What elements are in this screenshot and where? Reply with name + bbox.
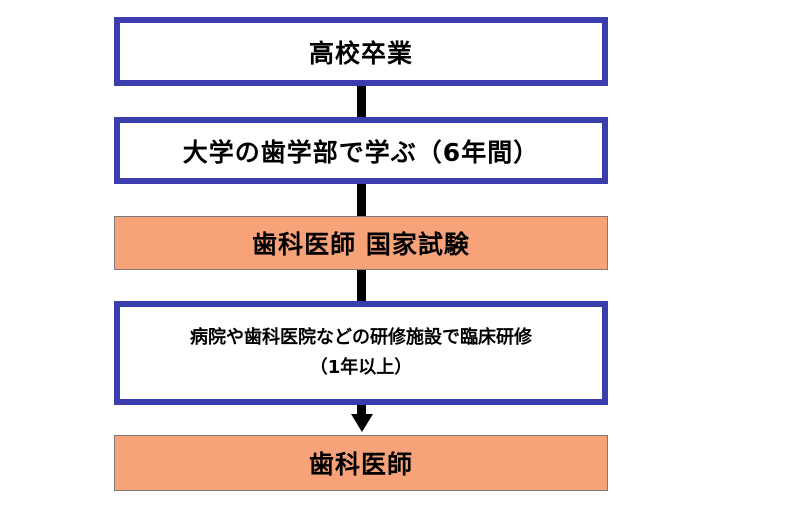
step-national-exam: 歯科医師 国家試験 [114,216,608,270]
step-university-dental-school: 大学の歯学部で学ぶ（6年間） [114,117,608,184]
connector-3 [357,270,366,302]
step-high-school-graduation: 高校卒業 [114,17,608,86]
step-label: 歯科医師 国家試験 [252,230,470,259]
step-label: 大学の歯学部で学ぶ（6年間） [182,137,540,167]
connector-4 [357,404,366,416]
step-dentist: 歯科医師 [114,435,608,491]
step-label-line2: （1年以上） [309,357,413,378]
step-label: 高校卒業 [308,38,413,68]
connector-1 [357,86,366,118]
step-clinical-training: 病院や歯科医院などの研修施設で臨床研修 （1年以上） [114,301,608,405]
step-label: 歯科医師 [308,450,413,479]
arrowhead-down [351,414,373,432]
connector-2 [357,183,366,216]
step-label-line1: 病院や歯科医院などの研修施設で臨床研修 [190,327,532,348]
